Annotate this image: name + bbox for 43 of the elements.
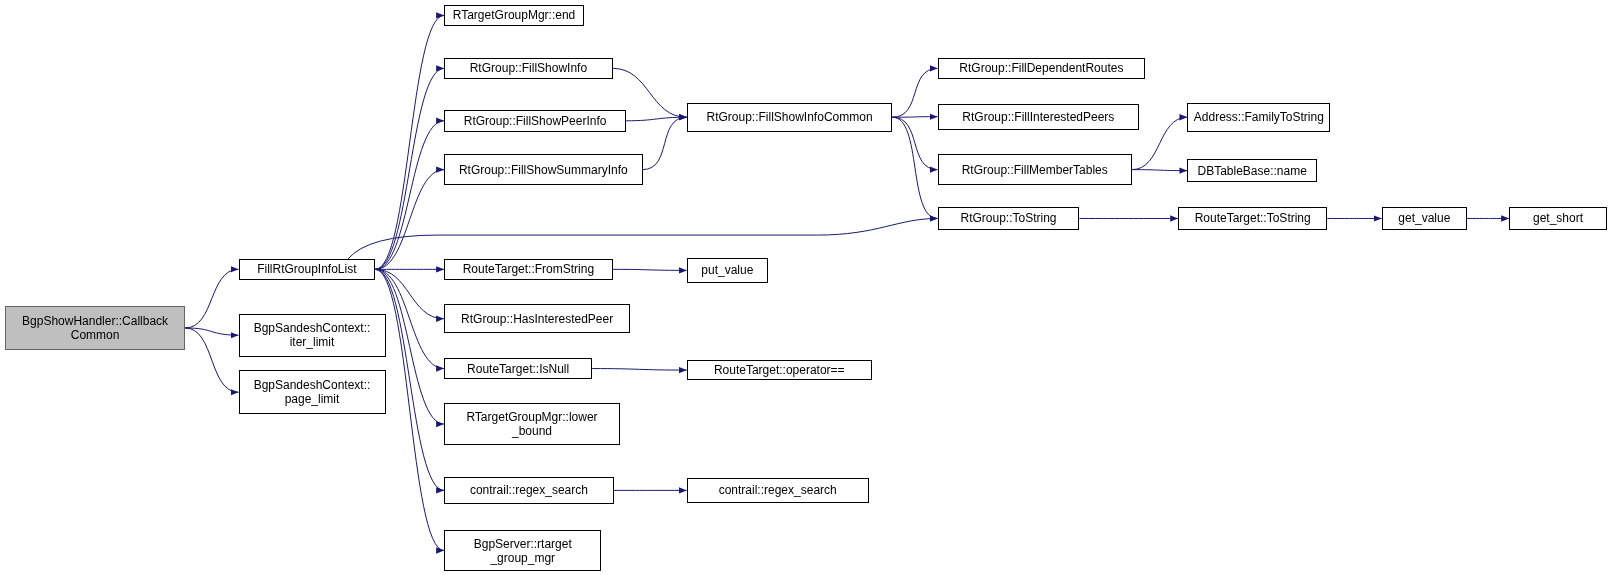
arrow: [1466, 215, 1510, 222]
arrow: [374, 14, 445, 270]
function-box: DBTableBase::name: [1187, 159, 1317, 182]
function-box: RtGroup::FillShowInfoCommon: [686, 102, 893, 132]
function-box: RouteTarget::operator==: [686, 359, 872, 381]
function-box: RtGroup::FillShowPeerInfo: [444, 110, 627, 132]
function-box: RouteTarget::ToString: [1178, 206, 1328, 231]
function-box: RTargetGroupMgr::lower _bound: [444, 403, 620, 446]
function-box: put_value: [686, 258, 768, 283]
function-box: RtGroup::FillShowInfo: [444, 57, 613, 80]
arrow: [374, 268, 445, 552]
function-box: BgpServer::rtarget _group_mgr: [444, 530, 602, 571]
function-box: RtGroup::FillDependentRoutes: [937, 57, 1146, 80]
arrow: [891, 116, 939, 220]
function-box: RouteTarget::IsNull: [444, 357, 593, 380]
arrow: [184, 327, 239, 339]
arrow: [612, 267, 688, 274]
arrow: [1131, 167, 1188, 174]
arrow: [591, 366, 688, 374]
function-box: RtGroup::FillMemberTables: [937, 154, 1132, 186]
function-box: FillRtGroupInfoList: [238, 259, 376, 280]
arrow: [184, 267, 239, 329]
arrow: [1078, 215, 1179, 222]
function-box: RtGroup::HasInterestedPeer: [444, 304, 631, 334]
function-box: contrail::regex_search: [444, 477, 614, 504]
function-box: BgpShowHandler::Callback Common: [5, 306, 186, 350]
function-box: contrail::regex_search: [686, 478, 869, 503]
arrow: [184, 327, 239, 394]
function-box: RouteTarget::FromString: [444, 259, 613, 280]
arrow: [891, 66, 939, 118]
function-box: RtGroup::FillShowSummaryInfo: [444, 154, 643, 186]
function-box: BgpSandeshContext:: page_limit: [238, 370, 386, 415]
function-box: get_short: [1509, 206, 1607, 231]
arrow: [374, 120, 445, 270]
function-box: get_value: [1381, 206, 1468, 231]
function-box: RTargetGroupMgr::end: [444, 5, 584, 26]
function-box: RtGroup::ToString: [937, 206, 1080, 231]
function-box: BgpSandeshContext:: iter_limit: [238, 313, 386, 357]
arrow: [642, 115, 688, 171]
arrow: [613, 487, 688, 494]
function-box: Address::FamilyToString: [1187, 102, 1331, 132]
arrow: [1326, 215, 1383, 222]
function-box: RtGroup::FillInterestedPeers: [937, 103, 1140, 130]
